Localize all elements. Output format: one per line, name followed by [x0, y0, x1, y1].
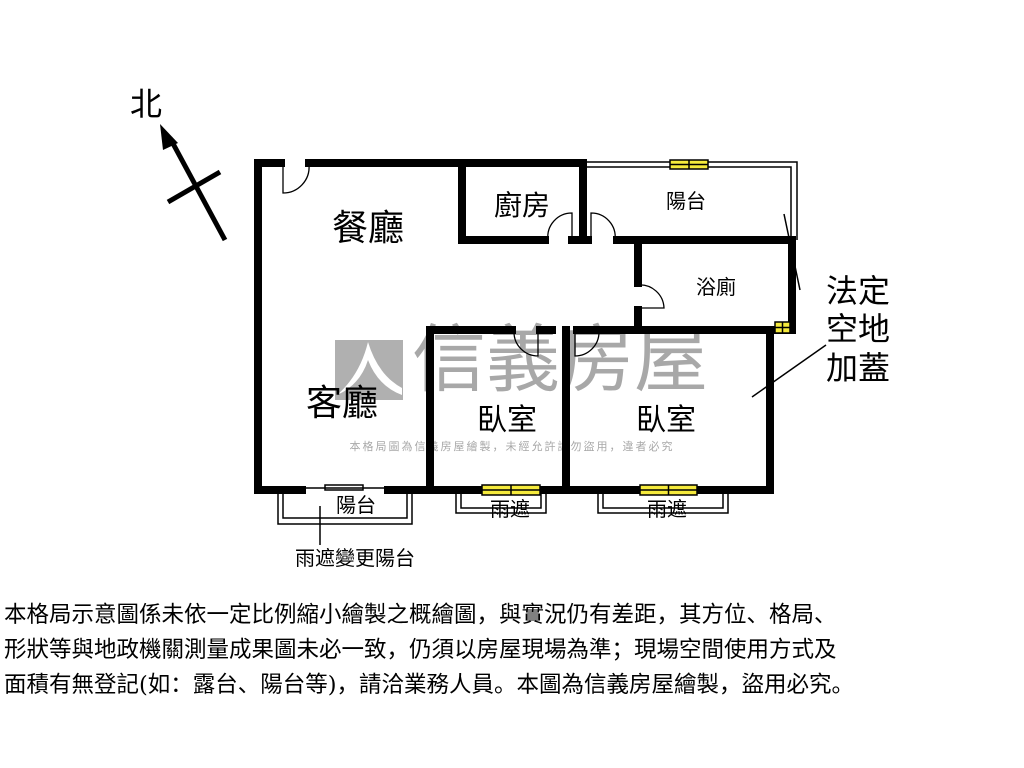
- door-bathroom: [637, 284, 665, 309]
- room-balcony-front: 陽台: [336, 493, 376, 517]
- balcony-outlines: [277, 161, 798, 525]
- door-bedroom-2: [574, 330, 600, 357]
- annotation-canopy-converted: 雨遮變更陽台: [295, 546, 415, 570]
- disclaimer-line: 面積有無登記(如：露台、陽台等)，請洽業務人員。本圖為信義房屋繪製，盜用必究。: [4, 672, 855, 698]
- annotation-legal-space-1: 法定: [826, 272, 890, 310]
- room-balcony-rear: 陽台: [666, 189, 706, 213]
- doors: [282, 163, 665, 357]
- door-entrance: [282, 163, 310, 194]
- door-balcony: [590, 212, 616, 241]
- disclaimer: 本格局示意圖係未依一定比例縮小繪製之概繪圖，與實況仍有差距，其方位、格局、 形狀…: [4, 598, 1024, 703]
- door-bedroom-1: [513, 330, 539, 357]
- windows: [481, 159, 791, 496]
- north-arrow: [160, 124, 228, 242]
- door-kitchen: [547, 212, 573, 241]
- canopy-label-1: 雨遮: [490, 497, 530, 521]
- logo-mark: [337, 342, 402, 395]
- room-living: 客廳: [306, 383, 378, 424]
- annotation-legal-space-3: 加蓋: [826, 349, 890, 387]
- canopy-label-2: 雨遮: [647, 497, 687, 521]
- room-dining: 餐廳: [332, 208, 404, 249]
- watermark-notice: 本格局圖為信義房屋繪製，未經允許請勿盜用，違者必究: [350, 439, 675, 453]
- annotation-legal-space-2: 空地: [826, 310, 890, 348]
- arrow-head-icon: [160, 124, 178, 150]
- room-kitchen: 廚房: [494, 189, 550, 222]
- disclaimer-line: 本格局示意圖係未依一定比例縮小繪製之概繪圖，與實況仍有差距，其方位、格局、: [4, 602, 837, 628]
- north-label: 北: [130, 85, 162, 123]
- room-bathroom: 浴廁: [696, 275, 736, 299]
- room-bedroom-2: 臥室: [636, 403, 696, 438]
- walls: [254, 159, 796, 494]
- disclaimer-line: 形狀等與地政機關測量成果圖未必一致，仍須以房屋現場為準；現場空間使用方式及: [4, 637, 837, 663]
- leader-lines: [319, 213, 827, 545]
- room-bedroom-1: 臥室: [477, 403, 537, 438]
